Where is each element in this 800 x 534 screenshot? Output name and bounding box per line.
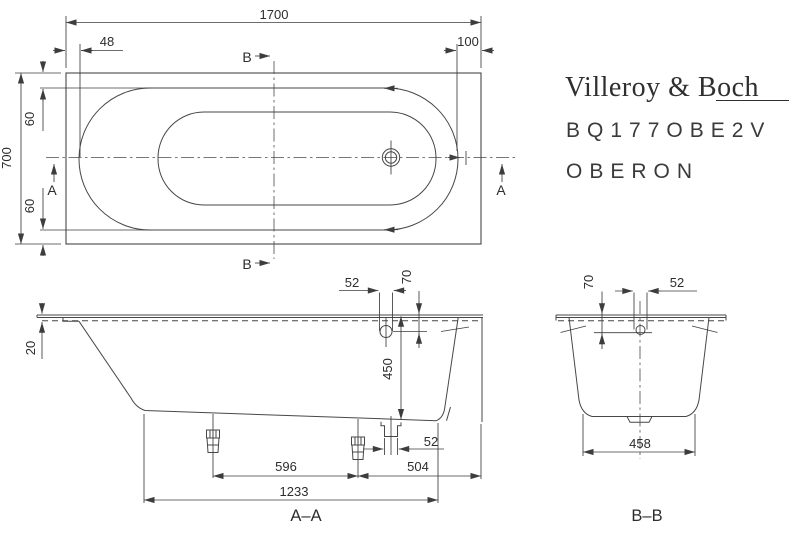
- dim-text-52-overflow-aa: 52: [345, 275, 359, 290]
- wall-tick-aa: [440, 326, 470, 332]
- dim-overall-length: 1700: [65, 7, 482, 68]
- overflow-hole-aa: [379, 292, 427, 347]
- brand-block: Villeroy & Boch BQ177OBE2V OBERON: [565, 72, 789, 183]
- brand-wordmark: Villeroy & Boch: [565, 72, 759, 103]
- dim-inner-depth: 450: [380, 316, 405, 420]
- marker-a-left-label: A: [47, 182, 57, 198]
- foot-left: [206, 414, 220, 478]
- tub-outer-rim: [65, 72, 482, 245]
- dim-overflow-hole-bb: 52: [615, 275, 697, 295]
- dim-overflow-hole-aa: 52: [339, 275, 406, 294]
- dim-rim-right: 100: [444, 34, 494, 151]
- tub-floor-outline: [157, 111, 437, 206]
- dim-base-width: 458: [582, 414, 696, 456]
- dim-text-1700: 1700: [260, 7, 289, 22]
- dim-overflow-from-rim-aa: 70: [399, 270, 423, 348]
- section-marker-b-top: B: [242, 49, 270, 65]
- dim-text-60-top: 60: [22, 112, 37, 126]
- dim-overflow-from-rim-bb: 70: [581, 275, 606, 349]
- dim-text-458: 458: [629, 436, 651, 451]
- brand-wordmark-boch: Boch: [698, 72, 759, 103]
- tub-profile-bb: [568, 317, 710, 417]
- overflow-mark: [448, 151, 467, 165]
- waste-fitting: [380, 416, 402, 455]
- dim-text-70-bb: 70: [581, 275, 596, 289]
- dim-rim-lip: 20: [23, 303, 46, 359]
- series-name: OBERON: [566, 160, 699, 183]
- dim-rim-side-top: 60: [22, 61, 47, 131]
- wall-tick-bb-left: [560, 325, 587, 333]
- section-bb-view: 52 70 458 B–B: [555, 275, 727, 525]
- overflow-hole-bb: [594, 292, 652, 335]
- section-marker-b-bottom: B: [242, 256, 270, 272]
- dim-text-70-aa: 70: [399, 270, 414, 284]
- section-aa-view: 20 52 70 450: [23, 270, 483, 525]
- dim-rim-left: 48: [53, 34, 123, 157]
- marker-b-top-label: B: [242, 49, 251, 65]
- dim-text-100: 100: [457, 34, 479, 49]
- dim-text-60-bottom: 60: [22, 199, 37, 213]
- dim-base-length: 1233: [143, 414, 439, 504]
- tub-profile-aa: [78, 317, 459, 422]
- dim-text-48: 48: [100, 34, 114, 49]
- dim-text-52-waste: 52: [424, 434, 438, 449]
- dim-rim-side-bottom: 60: [22, 188, 47, 256]
- section-marker-a-left: A: [47, 164, 57, 198]
- marker-a-right-label: A: [496, 182, 506, 198]
- dim-text-1233: 1233: [280, 484, 309, 499]
- wall-tick-bb-right: [691, 325, 718, 333]
- marker-b-bottom-label: B: [242, 256, 251, 272]
- section-bb-label: B–B: [631, 507, 662, 525]
- dim-text-52-bb: 52: [670, 275, 684, 290]
- foot-right: [351, 419, 365, 478]
- section-marker-a-right: A: [496, 164, 506, 198]
- model-code: BQ177OBE2V: [566, 119, 771, 142]
- dim-waste-hole: 52: [363, 434, 444, 455]
- dim-text-450: 450: [380, 358, 395, 380]
- section-aa-label: A–A: [290, 507, 321, 525]
- dim-text-700: 700: [0, 147, 14, 169]
- dim-text-20: 20: [23, 341, 38, 355]
- dim-text-504: 504: [407, 459, 429, 474]
- plan-view: 1700 700 48 100 60: [0, 7, 517, 272]
- dim-foot-to-end: 504: [358, 424, 482, 480]
- waste-recess-bb: [626, 416, 653, 423]
- brand-wordmark-prefix: Villeroy &: [565, 72, 698, 103]
- dim-foot-spacing: 596: [213, 459, 358, 480]
- tub-inner-rim: [78, 87, 459, 231]
- dim-overall-width: 700: [0, 72, 61, 245]
- dim-text-596: 596: [275, 459, 297, 474]
